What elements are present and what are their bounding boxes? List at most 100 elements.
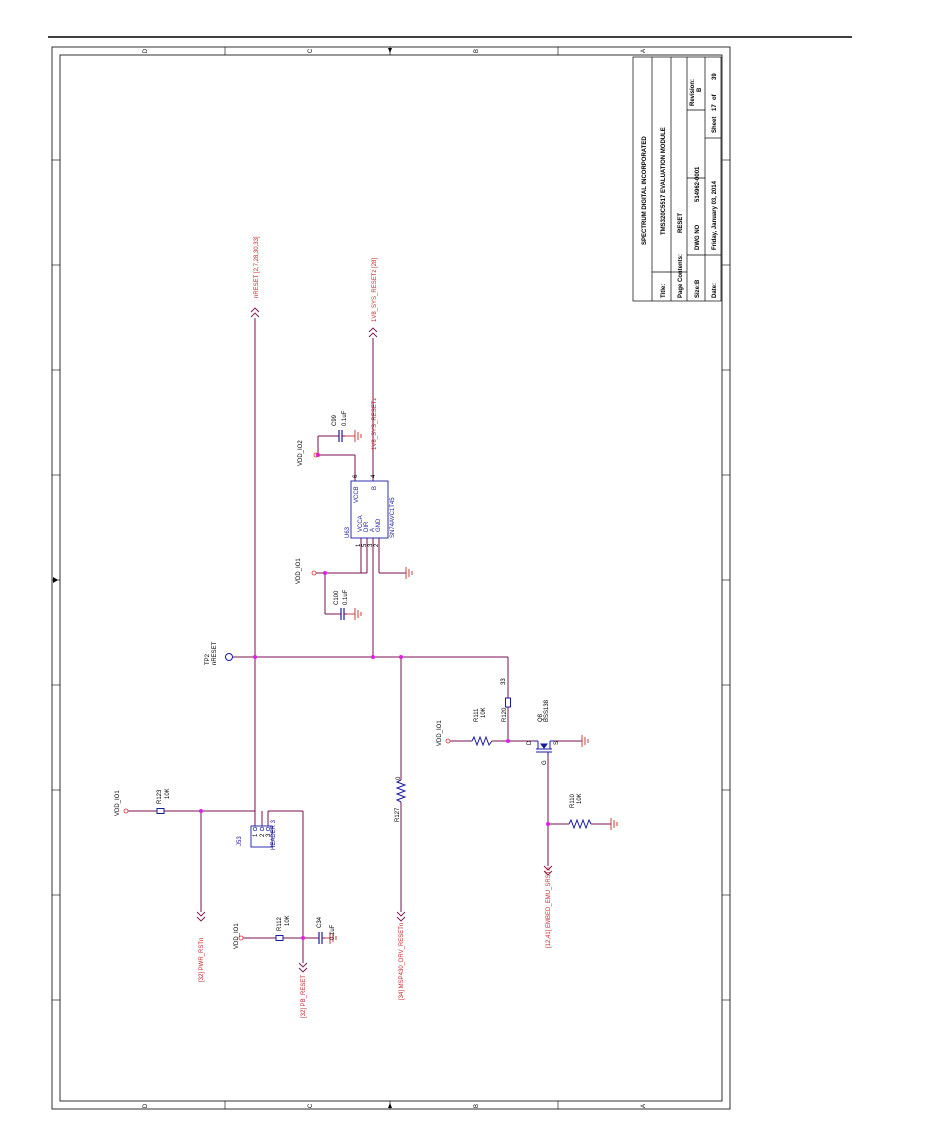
c100-capacitor <box>338 608 347 620</box>
net-sys-reset-wire: 1V8_SYS_RESETz <box>372 398 378 450</box>
tp2-testpoint <box>225 653 233 661</box>
vdd-io1-label-r112: VDD_IO1 <box>234 923 240 949</box>
ground-icon-r110 <box>610 818 618 830</box>
r110-ref: R110 <box>570 793 576 808</box>
q8-ref: Q8 <box>538 713 544 722</box>
power-ports <box>123 452 451 941</box>
u63-pinnum-3: 3 <box>368 543 374 547</box>
c99-value: 0.1uF <box>342 410 348 426</box>
vdd-io1-port-u63 <box>311 570 317 576</box>
c100-ref: C100 <box>334 590 340 605</box>
contents-label: Page Contents: <box>678 254 684 298</box>
title-block-text: SPECTRUM DIGITAL INCORPORATED Title: TMS… <box>642 73 718 298</box>
sheet-total: 39 <box>712 73 718 80</box>
r111-ref: R111 <box>474 708 480 722</box>
net-msp430: [34] MSP430_DRV_RESETn <box>399 923 405 1000</box>
title-block <box>632 56 722 302</box>
q8-pin-s: S <box>554 741 560 745</box>
company-name: SPECTRUM DIGITAL INCORPORATED <box>642 136 648 245</box>
date-label: Date: <box>712 283 718 298</box>
j53-text: J53 HEADER 3 1 2 3 <box>237 819 277 850</box>
junction-dots <box>199 453 550 940</box>
r112-resistor <box>275 935 284 941</box>
u63-pin-vccb: VCCB <box>354 486 360 503</box>
j53-part: HEADER 3 <box>271 819 277 850</box>
date-value: Friday, January 03, 2014 <box>712 180 718 250</box>
ground-symbols <box>325 430 618 944</box>
u63-pin-gnd: GND <box>376 518 382 532</box>
r123-resistor <box>156 808 165 814</box>
dwg-number: 514962-0001 <box>695 166 701 202</box>
net-pb-reset: [32] PB_RESET <box>301 975 307 1018</box>
j53-pin-3: 3 <box>266 833 272 837</box>
r120-resistor <box>505 697 511 708</box>
vdd-io1-port-r111 <box>445 738 451 744</box>
c100-value: 0.1uF <box>343 589 349 605</box>
r110-value: 10K <box>577 793 583 804</box>
r110-resistor <box>568 818 592 830</box>
title-label: Title: <box>661 284 667 298</box>
dwg-label: DWG NO <box>695 224 701 250</box>
u63-chip <box>350 480 389 539</box>
sheet-of: of <box>712 93 718 100</box>
j53-pin-1: 1 <box>253 833 259 837</box>
pb-reset-connector <box>298 962 308 973</box>
j53-ref: J53 <box>237 836 243 846</box>
zone-letter-c-bottom: C <box>308 1103 314 1108</box>
r112-ref: R112 <box>277 916 283 931</box>
size-label: Size:B <box>695 279 701 298</box>
c34-value: 0.1uF <box>330 924 336 940</box>
u63-pinnum-6: 6 <box>353 474 359 478</box>
zone-letter-a-top: A <box>641 49 647 53</box>
r120-ref: R120 <box>502 707 508 722</box>
embed-emu-connector <box>543 865 553 876</box>
vdd-io1-label-u63: VDD_IO1 <box>296 558 302 584</box>
u63-part: SN74AVC1T45 <box>390 497 396 538</box>
revision-value: B <box>697 87 703 92</box>
vdd-io1-label-r123: VDD_IO1 <box>115 790 121 816</box>
u63-pin-b: B <box>372 486 378 490</box>
tp2-label: nRESET <box>212 641 218 665</box>
power-labels: VDD_IO2 VDD_IO1 VDD_IO1 VDD_IO1 VDD_IO1 <box>115 440 443 949</box>
drawing-frame <box>51 46 731 1110</box>
ground-icon-q8 <box>581 735 589 747</box>
r123-ref: R123 <box>157 789 163 804</box>
zone-letter-d-top: D <box>143 48 149 53</box>
q8-part: BSS138 <box>544 699 550 722</box>
ground-icon-c34 <box>325 932 337 944</box>
sheet-label: Sheet <box>712 117 718 133</box>
board-title: TMS320C5517 EVALUATION MODULE <box>661 127 667 235</box>
r127-ref: R127 <box>395 807 401 822</box>
zone-letter-d-bottom: D <box>143 1103 149 1108</box>
msp430-connector <box>396 911 406 922</box>
c34-capacitor <box>316 932 325 944</box>
zone-letter-c-top: C <box>308 48 314 53</box>
revision-label: Revision: <box>690 79 696 106</box>
zone-letter-b-bottom: B <box>474 1104 480 1108</box>
zone-markers <box>53 48 392 1108</box>
nreset-connector <box>250 307 260 318</box>
q8-pin-g: G <box>542 760 548 765</box>
pwr-rst-connector <box>196 911 206 922</box>
c99-ref: C99 <box>332 414 338 426</box>
zone-letters-top: D C B A D C B A <box>143 48 647 1108</box>
u63-pin-vcca: VCCA <box>358 515 364 532</box>
vdd-io1-port-r112 <box>238 935 244 941</box>
j53-pin-2: 2 <box>260 833 266 837</box>
u63-pinnum-4: 4 <box>371 474 377 478</box>
tp2-ref: TP2 <box>205 653 211 665</box>
j53-header <box>250 825 273 848</box>
ground-icon-c99 <box>345 430 362 442</box>
r127-value: 0 <box>396 776 402 780</box>
offpage-connectors <box>196 307 553 973</box>
wires <box>128 318 611 963</box>
q8-text: Q8 BSS138 D S G <box>527 699 560 765</box>
r111-value: 10K <box>481 707 487 718</box>
page-contents: RESET <box>678 213 684 233</box>
vdd-io1-port-r123 <box>123 808 129 814</box>
vdd-io2-port <box>313 452 319 458</box>
vdd-io1-label-r111: VDD_IO1 <box>437 720 443 746</box>
ground-icon-c100 <box>347 608 362 620</box>
u63-pinnum-1: 1 <box>356 543 362 547</box>
